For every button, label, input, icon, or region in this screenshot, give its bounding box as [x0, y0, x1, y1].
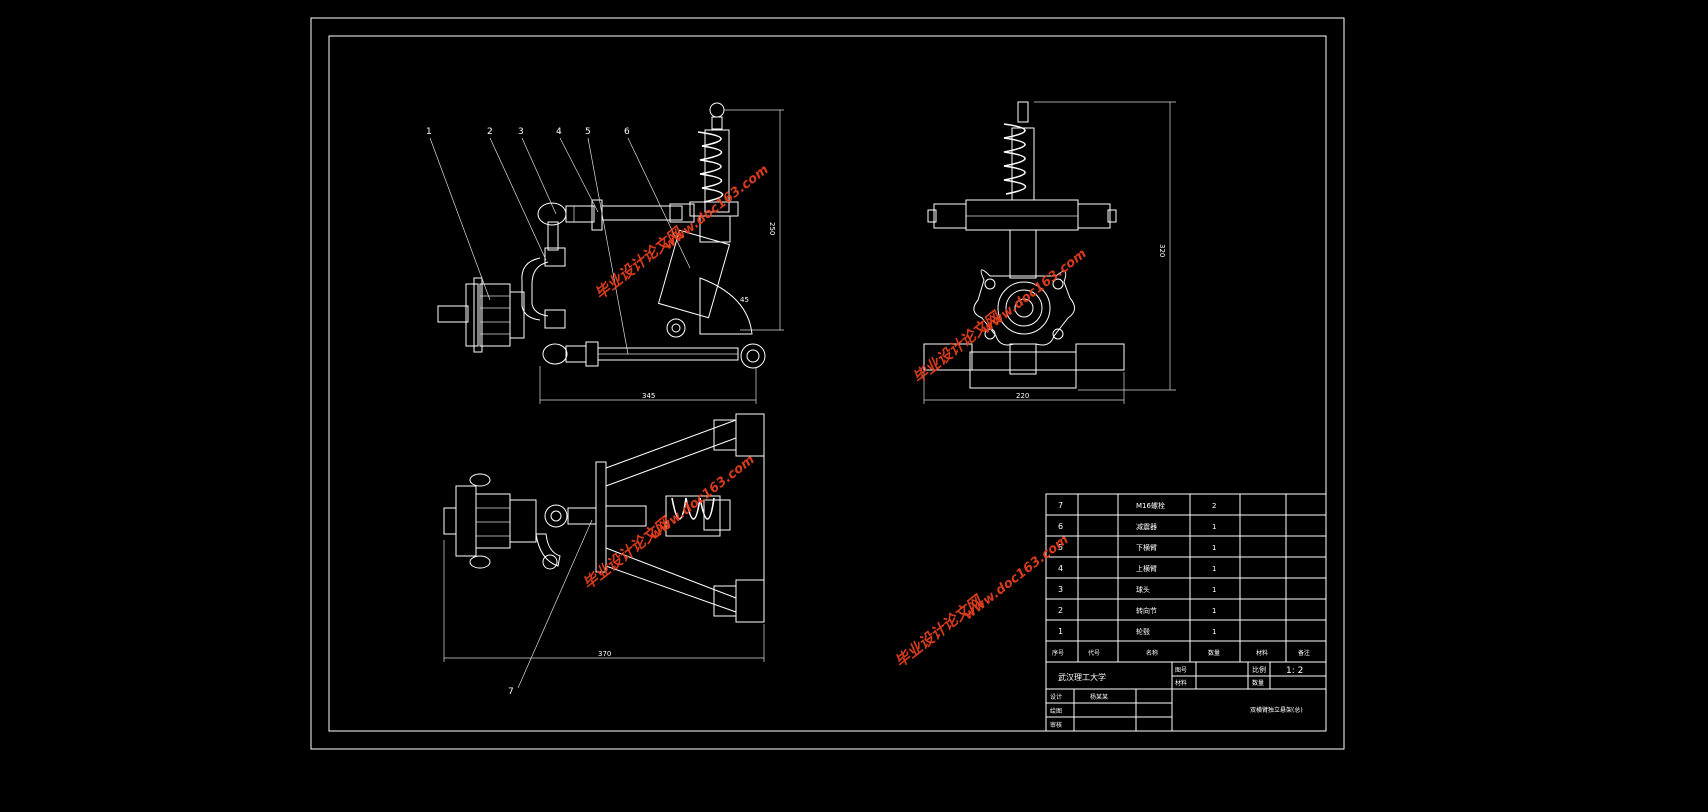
balloon-7: 7 [508, 687, 514, 697]
side-view: 1 2 3 4 5 6 345 250 45 [426, 102, 784, 404]
front-dimensions [923, 101, 1176, 404]
row-no-4: 4 [1058, 564, 1063, 573]
lower-arm-side [542, 341, 766, 369]
row-qty-2: 1 [1212, 607, 1216, 615]
side-dimensions [539, 109, 784, 404]
top-dimensions [443, 519, 765, 689]
row-qty-1: 1 [1212, 628, 1216, 636]
row-no-3: 3 [1058, 585, 1063, 594]
review-label: 审核 [1050, 721, 1062, 729]
row-qty-5: 1 [1212, 544, 1216, 552]
row-name-6: 减震器 [1136, 522, 1157, 531]
header-qty: 数量 [1208, 649, 1220, 657]
drawing-name: 双横臂独立悬架(总) [1250, 706, 1303, 714]
watermarks: 毕业设计论文网 www.doc163.com 毕业设计论文网 www.doc16… [579, 162, 1089, 671]
header-name: 名称 [1146, 649, 1158, 657]
balloon-2: 2 [487, 127, 493, 137]
title-block-text: 武汉理工大学 图号 材料 比例 1: 2 数量 设计 杨某某 绘图 审核 双横臂… [1050, 665, 1303, 729]
row-name-7: M16螺栓 [1136, 501, 1165, 510]
title-block-grid [1045, 661, 1327, 732]
balloon-4: 4 [556, 127, 562, 137]
balloon-5: 5 [585, 127, 591, 137]
row-name-3: 球头 [1136, 585, 1150, 594]
dim-top-width: 370 [598, 650, 611, 658]
balloon-1: 1 [426, 127, 432, 137]
row-name-4: 上横臂 [1136, 564, 1157, 573]
header-material: 材料 [1256, 649, 1268, 657]
scale-label: 比例 [1252, 665, 1266, 674]
row-no-2: 2 [1058, 606, 1063, 615]
bracket-arc [699, 277, 753, 335]
balloon-3: 3 [518, 127, 524, 137]
header-no: 序号 [1052, 649, 1064, 657]
parts-list-rows: 7 M16螺栓 2 6 减震器 1 5 下横臂 1 4 上横臂 1 3 球头 1… [1052, 501, 1310, 657]
designer-name: 杨某某 [1090, 693, 1108, 701]
row-no-7: 7 [1058, 501, 1063, 510]
dim-front-height: 320 [1158, 244, 1166, 257]
watermark-url-1: www.doc163.com [661, 162, 771, 253]
draw-label: 绘图 [1050, 707, 1062, 715]
design-label: 设计 [1050, 693, 1062, 701]
knuckle-side [521, 247, 566, 329]
fig-no-label: 图号 [1175, 667, 1187, 674]
header-code: 代号 [1088, 649, 1100, 657]
parts-list-grid [1045, 493, 1327, 663]
school-name: 武汉理工大学 [1058, 672, 1106, 682]
dim-front-width: 220 [1016, 392, 1029, 400]
row-qty-3: 1 [1212, 586, 1216, 594]
row-name-1: 轮毂 [1136, 627, 1150, 636]
front-view: 220 320 [923, 101, 1176, 404]
row-no-5: 5 [1058, 543, 1063, 552]
row-qty-4: 1 [1212, 565, 1216, 573]
top-view: 370 7 [443, 413, 765, 697]
row-no-6: 6 [1058, 522, 1063, 531]
dim-side-height: 250 [768, 222, 776, 235]
watermark-url-3: www.doc163.com [647, 452, 757, 543]
balloon-6: 6 [624, 127, 630, 137]
row-qty-6: 1 [1212, 523, 1216, 531]
material-label: 材料 [1175, 679, 1187, 687]
inner-frame [328, 35, 1327, 732]
outer-border [310, 17, 1345, 750]
dim-side-angle: 45 [740, 296, 749, 304]
row-no-1: 1 [1058, 627, 1063, 636]
row-qty-7: 2 [1212, 502, 1216, 510]
side-leaders [429, 137, 691, 355]
dim-side-width: 345 [642, 392, 655, 400]
row-name-5: 下横臂 [1136, 543, 1157, 552]
watermark-url-2: www.doc163.com [979, 246, 1089, 337]
hub-side [437, 277, 525, 353]
header-note: 备注 [1298, 649, 1310, 657]
scale-value: 1: 2 [1286, 666, 1303, 676]
qty-label: 数量 [1252, 679, 1264, 687]
row-name-2: 转向节 [1136, 606, 1157, 615]
